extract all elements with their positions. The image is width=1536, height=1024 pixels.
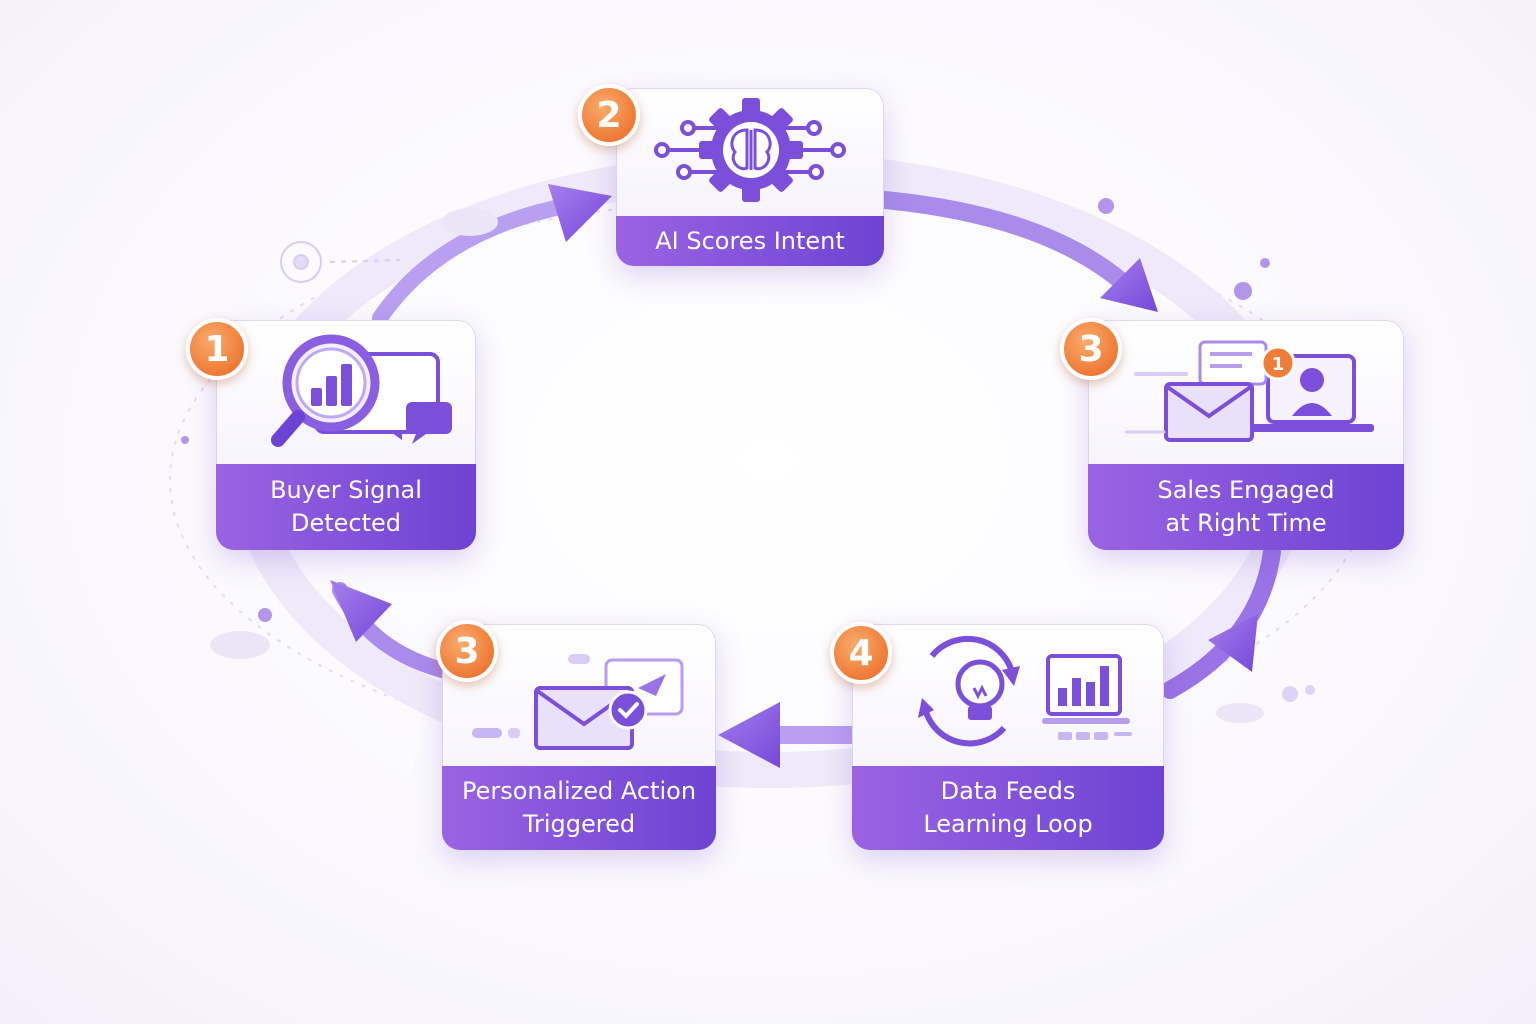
target-circle-decoration bbox=[280, 241, 322, 283]
step-label-data-feeds: Data Feeds Learning Loop bbox=[852, 766, 1164, 850]
brain-gear-network-icon bbox=[654, 98, 846, 202]
decorative-dots bbox=[181, 198, 1315, 702]
arrow-1-to-2 bbox=[372, 197, 578, 326]
step-number-badge-2: 2 bbox=[578, 84, 640, 146]
step-card-sales-engaged: 1 Sales Engaged at Right Time bbox=[1088, 320, 1404, 550]
step-label-ai-scores: AI Scores Intent bbox=[616, 216, 884, 266]
step-label-line-2: at Right Time bbox=[1165, 509, 1327, 537]
step-label-line-1: Data Feeds bbox=[940, 777, 1076, 805]
step-label-buyer-signal: Buyer Signal Detected bbox=[216, 464, 476, 550]
step-number-badge-1: 1 bbox=[186, 318, 248, 380]
step-card-data-feeds: Data Feeds Learning Loop bbox=[852, 624, 1164, 850]
step-card-ai-scores: AI Scores Intent bbox=[616, 88, 884, 266]
email-check-icon bbox=[472, 654, 684, 750]
arrow-head-2-to-3 bbox=[1100, 258, 1158, 312]
step-number-badge-3: 3 bbox=[1060, 318, 1122, 380]
step-number-badge-4: 4 bbox=[830, 622, 892, 684]
email-laptop-notification-icon: 1 bbox=[1124, 340, 1374, 442]
arrow-head-4-to-5 bbox=[718, 702, 780, 768]
magnifier-chart-chat-icon bbox=[271, 334, 452, 447]
step-label-sales-engaged: Sales Engaged at Right Time bbox=[1088, 464, 1404, 550]
step-number-badge-5: 3 bbox=[436, 620, 498, 682]
step-label-line-1: Buyer Signal bbox=[270, 476, 422, 504]
cloud-decorations bbox=[210, 208, 1264, 723]
step-label-personalized-action: Personalized Action Triggered bbox=[442, 766, 716, 850]
arrow-head-1-to-2 bbox=[548, 184, 612, 242]
step-label-line-2: Detected bbox=[290, 509, 402, 537]
step-label-line-2: Triggered bbox=[522, 810, 636, 838]
step-label-line-1: Personalized Action bbox=[461, 777, 697, 805]
lightbulb-cycle-chart-icon bbox=[918, 635, 1132, 747]
arrow-2-to-3 bbox=[876, 191, 1129, 289]
step-label-line-2: Learning Loop bbox=[923, 810, 1093, 838]
arrow-head-5-to-1 bbox=[330, 580, 392, 642]
step-card-buyer-signal: Buyer Signal Detected bbox=[216, 320, 476, 550]
arrow-head-3-to-4 bbox=[1208, 614, 1258, 672]
step-label-line-1: Sales Engaged bbox=[1157, 476, 1335, 504]
notification-count-badge: 1 bbox=[1272, 354, 1285, 375]
dashed-connector bbox=[329, 259, 401, 263]
